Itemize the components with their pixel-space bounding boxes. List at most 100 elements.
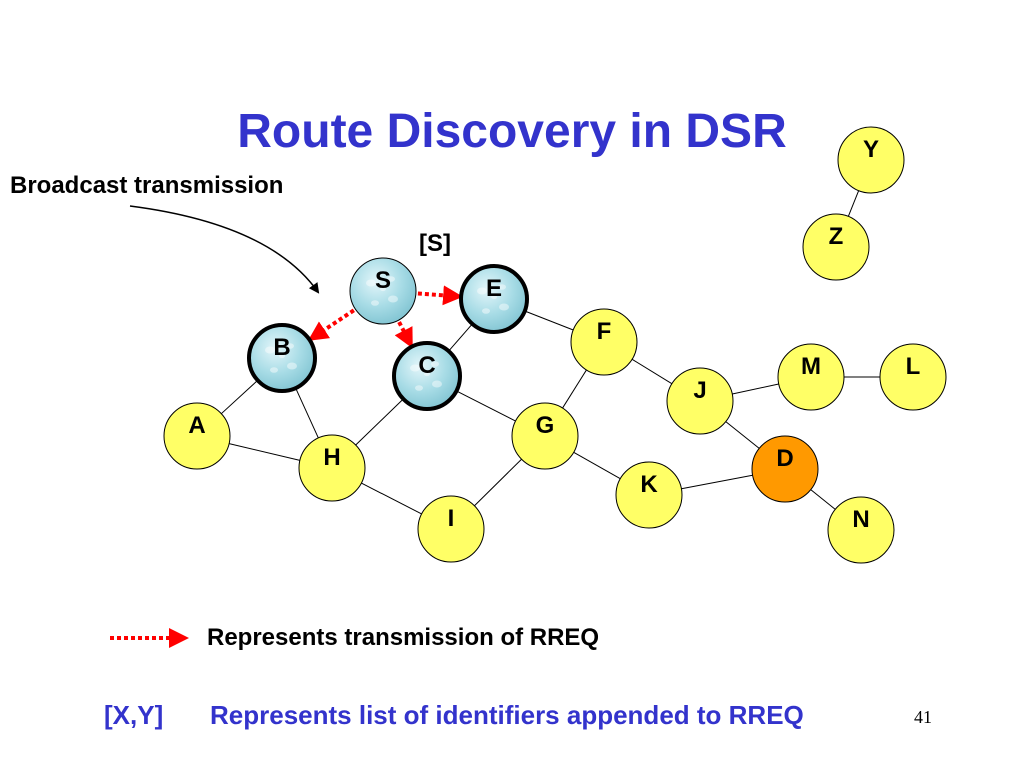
node-circle xyxy=(417,495,485,563)
node-label: F xyxy=(597,318,612,345)
water-texture xyxy=(380,286,386,292)
node-label: E xyxy=(486,275,502,302)
node-l: L xyxy=(879,343,947,411)
node-k: K xyxy=(615,461,683,529)
rreq-arrow-s-c xyxy=(394,321,413,349)
node-circle xyxy=(837,126,905,194)
link-k-d xyxy=(681,474,753,490)
link-i-g xyxy=(474,458,522,507)
node-z: Z xyxy=(802,213,870,281)
link-h-i xyxy=(361,482,422,515)
node-circle xyxy=(615,461,683,529)
water-texture xyxy=(265,346,275,354)
node-circle xyxy=(666,367,734,435)
water-texture xyxy=(410,364,420,372)
node-b: B xyxy=(247,323,317,393)
rreq-arrow-s-b xyxy=(307,308,355,341)
node-e: E xyxy=(459,264,529,334)
rreq-layer xyxy=(307,285,464,349)
water-texture xyxy=(371,300,379,306)
node-label: K xyxy=(640,471,658,498)
legend-list-key: [X,Y] xyxy=(104,700,164,730)
link-c-h xyxy=(355,398,404,446)
link-g-k xyxy=(573,451,621,480)
slide-title: Route Discovery in DSR xyxy=(237,105,787,158)
node-circle xyxy=(247,323,317,393)
legend-list-text: Represents list of identifiers appended … xyxy=(210,700,804,730)
node-s: S xyxy=(349,257,417,325)
node-label: A xyxy=(188,412,205,439)
node-label: S xyxy=(375,267,391,294)
node-circle xyxy=(879,343,947,411)
water-texture xyxy=(477,287,487,295)
node-label: C xyxy=(418,352,435,379)
water-texture xyxy=(424,371,430,377)
water-texture xyxy=(491,294,497,300)
node-circle xyxy=(163,402,231,470)
nodes-layer: S E B C A H I G F J K M L D N Y Z xyxy=(163,126,947,564)
water-texture xyxy=(498,284,506,290)
link-f-j xyxy=(631,358,673,385)
link-j-d xyxy=(725,421,760,449)
legend-rreq-text: Represents transmission of RREQ xyxy=(207,624,600,651)
node-a: A xyxy=(163,402,231,470)
link-e-f xyxy=(524,310,574,331)
water-texture xyxy=(387,276,395,282)
link-a-h xyxy=(228,443,301,461)
node-label: Z xyxy=(829,223,844,250)
link-b-h xyxy=(295,387,319,439)
node-label: Y xyxy=(863,136,879,163)
node-g: G xyxy=(511,402,579,470)
node-label: D xyxy=(776,445,793,472)
link-e-c xyxy=(448,323,473,352)
water-texture xyxy=(286,343,294,349)
node-label: I xyxy=(448,505,455,532)
water-texture xyxy=(366,279,376,287)
node-circle xyxy=(570,308,638,376)
node-circle xyxy=(459,264,529,334)
node-circle xyxy=(802,213,870,281)
broadcast-pointer-arrow xyxy=(129,205,320,294)
node-circle xyxy=(827,496,895,564)
node-d: D xyxy=(751,435,819,503)
node-circle xyxy=(298,434,366,502)
link-c-g xyxy=(456,390,516,422)
route-record-label: [S] xyxy=(419,230,451,257)
links-layer xyxy=(220,190,880,515)
water-texture xyxy=(499,303,509,311)
node-c: C xyxy=(392,341,462,411)
node-label: J xyxy=(693,377,706,404)
rreq-arrow-s-e xyxy=(417,285,464,306)
water-texture xyxy=(287,362,297,370)
node-circle xyxy=(751,435,819,503)
node-label: M xyxy=(801,353,821,380)
node-i: I xyxy=(417,495,485,563)
node-m: M xyxy=(777,343,845,411)
page-number: 41 xyxy=(914,707,932,727)
node-circle xyxy=(777,343,845,411)
water-texture xyxy=(270,367,278,373)
water-texture xyxy=(431,361,439,367)
link-y-z xyxy=(847,190,860,217)
node-label: L xyxy=(906,353,921,380)
node-label: N xyxy=(852,506,869,533)
node-y: Y xyxy=(837,126,905,194)
node-f: F xyxy=(570,308,638,376)
node-label: H xyxy=(323,444,340,471)
node-circle xyxy=(392,341,462,411)
broadcast-label: Broadcast transmission xyxy=(10,172,284,199)
water-texture xyxy=(482,308,490,314)
node-j: J xyxy=(666,367,734,435)
node-label: B xyxy=(273,334,290,361)
link-g-f xyxy=(562,369,587,409)
node-label: G xyxy=(536,412,555,439)
water-texture xyxy=(279,353,285,359)
water-texture xyxy=(388,295,398,303)
link-j-m xyxy=(732,383,779,395)
node-n: N xyxy=(827,496,895,564)
node-h: H xyxy=(298,434,366,502)
link-b-a xyxy=(220,379,259,415)
node-circle xyxy=(349,257,417,325)
